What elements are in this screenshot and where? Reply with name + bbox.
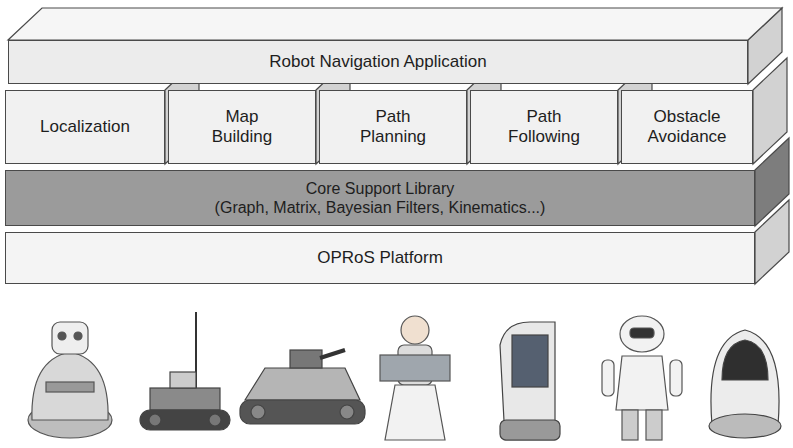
top-face [8, 8, 782, 40]
robot-2 [140, 312, 230, 430]
module-box: Path Following [470, 90, 618, 164]
robot-7 [709, 330, 781, 438]
layer-label: Map Building [197, 107, 287, 148]
layer-label: Path Following [499, 107, 589, 148]
module-box: Obstacle Avoidance [621, 90, 753, 164]
module-box: Map Building [168, 90, 316, 164]
module-box: Path Planning [319, 90, 467, 164]
layer-label: Core Support Library [306, 179, 455, 198]
module-box: Localization [5, 90, 165, 164]
robot-3 [240, 350, 365, 424]
robot-1 [28, 322, 112, 438]
layer-label: OPRoS Platform [317, 248, 443, 268]
layer-detail: (Graph, Matrix, Bayesian Filters, Kinema… [215, 198, 546, 217]
layer-label: Localization [40, 117, 130, 137]
platform-layer: OPRoS Platform [5, 232, 755, 284]
application-layer: Robot Navigation Application [8, 40, 748, 84]
layer-label: Path Planning [348, 107, 438, 148]
robot-4 [380, 316, 450, 440]
robot-6 [602, 316, 682, 440]
layer-label: Robot Navigation Application [269, 52, 486, 72]
robot-5 [500, 322, 560, 440]
library-layer: Core Support Library(Graph, Matrix, Baye… [5, 170, 755, 226]
layer-label: Obstacle Avoidance [632, 107, 742, 148]
